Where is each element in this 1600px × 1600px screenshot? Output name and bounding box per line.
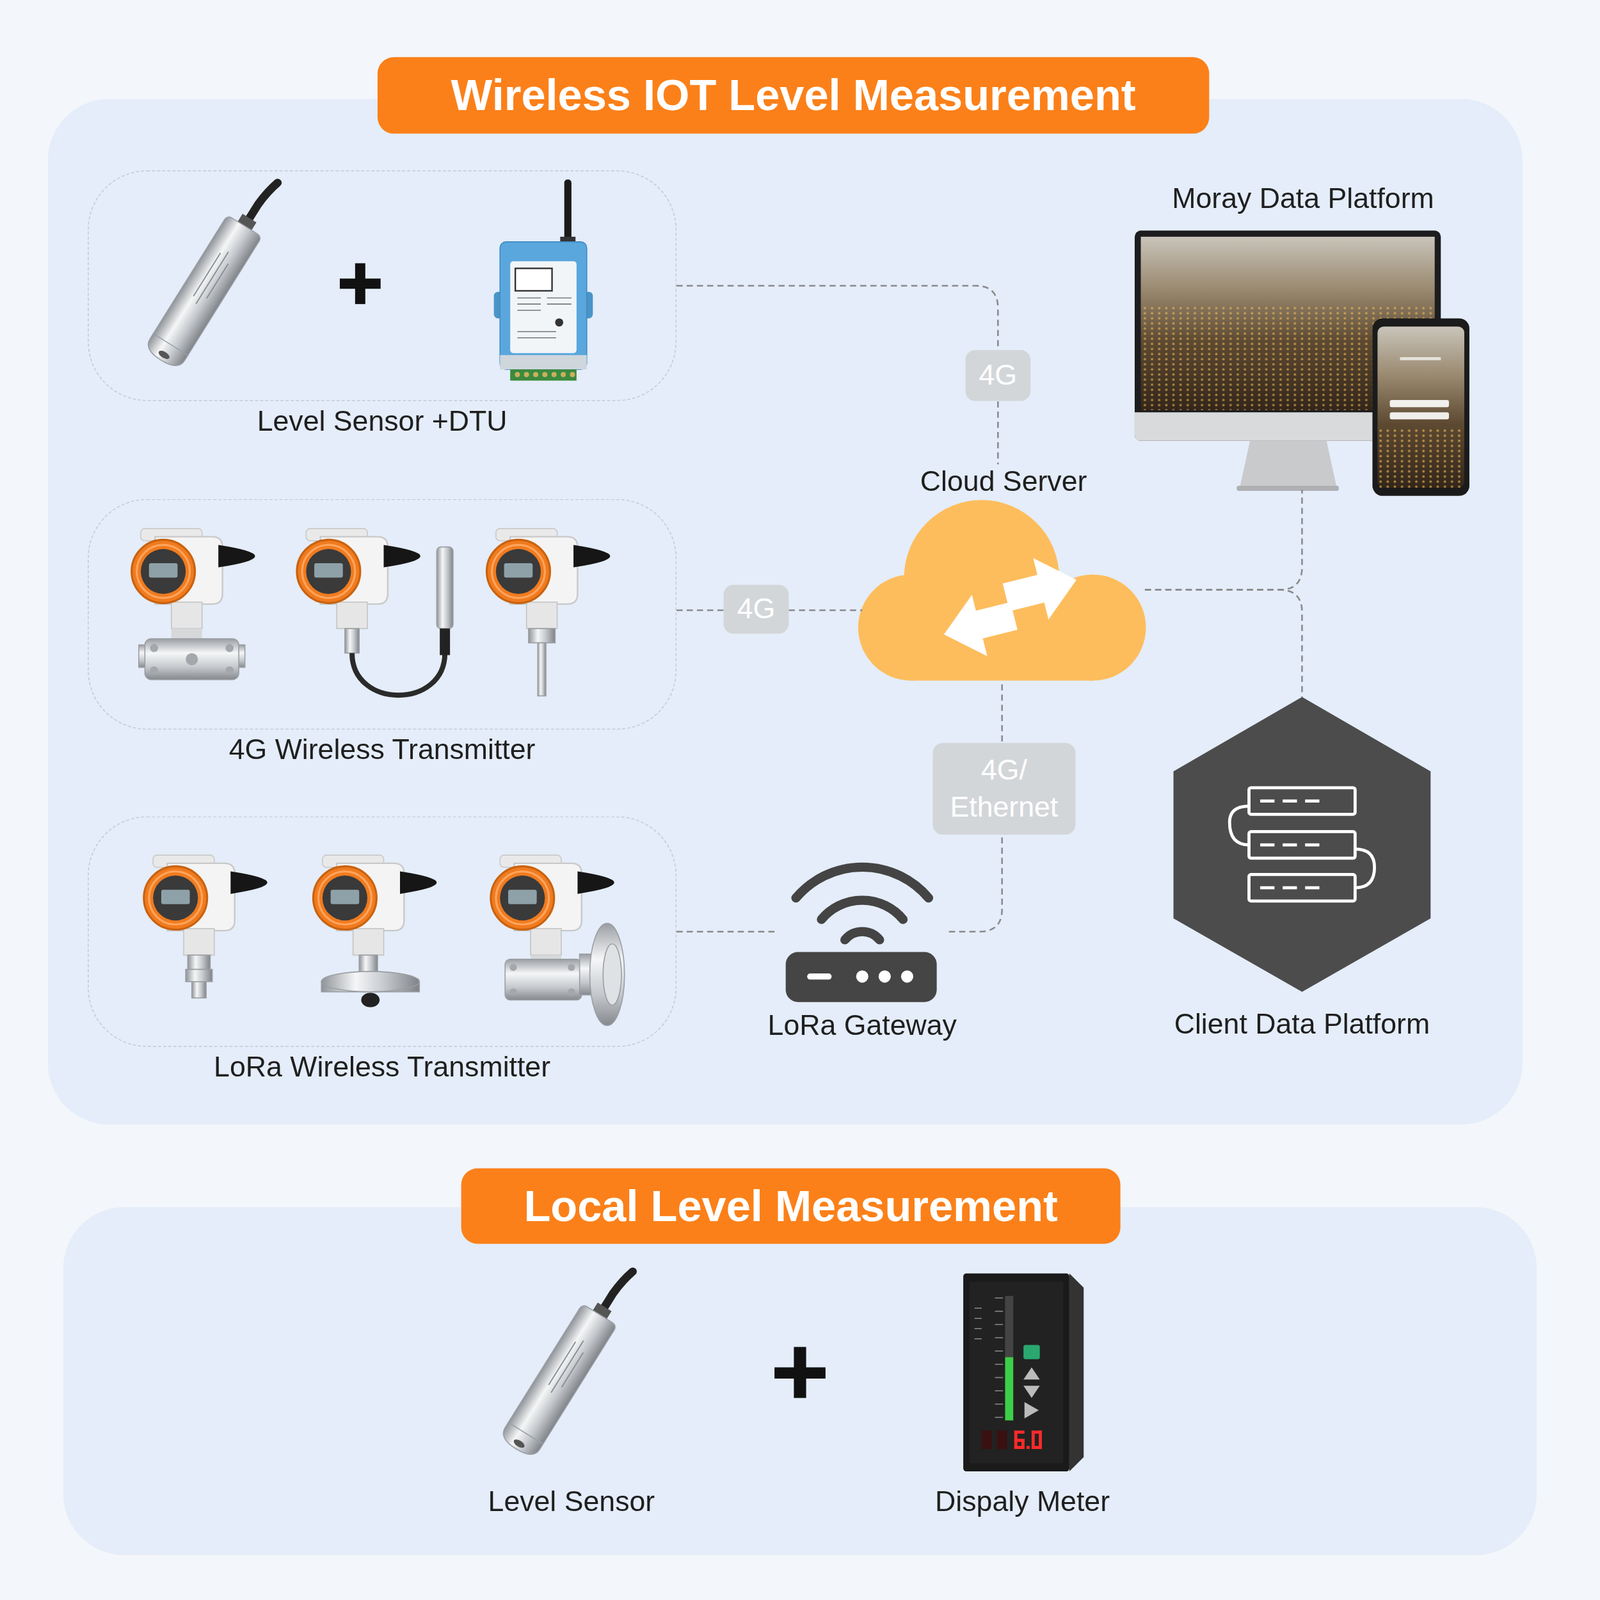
- device-group: LoRa Wireless Transmitter: [87, 816, 677, 1048]
- gateway-node: LoRa Gateway: [775, 862, 950, 1046]
- section-heading: Wireless IOT Level Measurement: [377, 56, 1209, 134]
- section-heading: Local Level Measurement: [461, 1168, 1121, 1245]
- device-group: 4G Wireless Transmitter: [87, 499, 677, 730]
- platform-node: Client Data Platform: [1173, 696, 1432, 1044]
- node-label: LoRa Gateway: [768, 1008, 957, 1043]
- part-label: Level Sensor: [488, 1484, 656, 1520]
- node-label: LoRa Wireless Transmitter: [213, 1050, 551, 1085]
- edge-label: 4G: [965, 350, 1031, 402]
- node-label: 4G Wireless Transmitter: [229, 732, 536, 768]
- edge-label: 4G: [723, 584, 789, 635]
- part-label: Dispaly Meter: [935, 1484, 1110, 1520]
- node-label: Cloud Server: [920, 464, 1088, 499]
- node-label: Client Data Platform: [1174, 1007, 1430, 1042]
- device-group: Level Sensor +DTU: [87, 170, 677, 401]
- cloud-node: Cloud Server: [862, 464, 1145, 681]
- node-label: Level Sensor +DTU: [257, 403, 508, 439]
- platform-node: Moray Data Platform: [1134, 179, 1472, 491]
- node-label: Moray Data Platform: [1171, 181, 1434, 217]
- section-panel: Local Level Measurement: [63, 1207, 1537, 1556]
- edge-label: 4G/ Ethernet: [932, 743, 1076, 835]
